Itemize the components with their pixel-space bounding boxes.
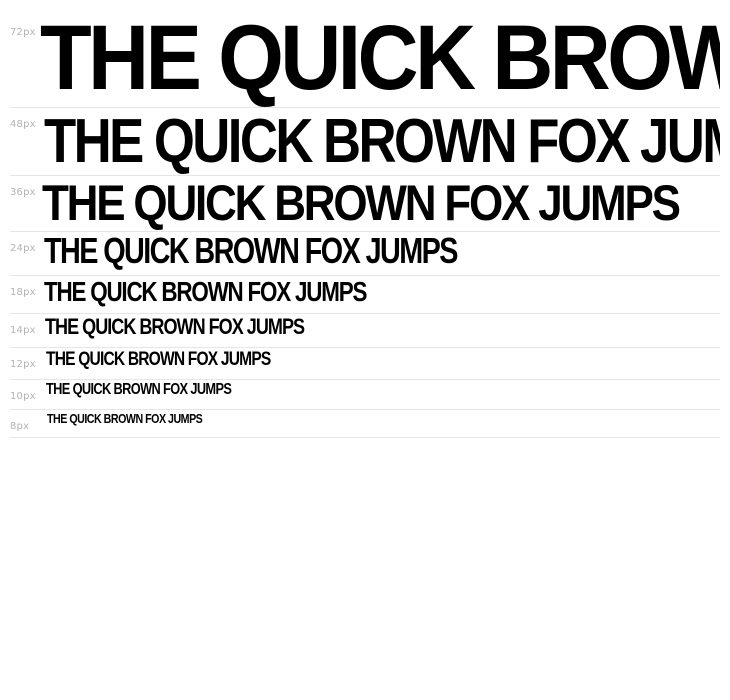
size-label: 18px [10,287,36,298]
sample-text: THE QUICK BROWN FOX JUMPS [44,276,367,307]
size-label: 8px [10,421,30,432]
waterfall-row-14: 14px THE QUICK BROWN FOX JUMPS [10,314,720,348]
waterfall-row-10: 10px THE QUICK BROWN FOX JUMPS [10,380,720,410]
size-label: 48px [10,119,36,130]
waterfall-row-72: 72px THE QUICK BROWN FOX JUMPS [10,0,720,108]
sample-text: THE QUICK BROWN FOX JUMPS [44,232,458,271]
sample-text: THE QUICK BROWN FOX JUMPS [47,411,203,426]
size-label: 14px [10,325,36,336]
sample-text: THE QUICK BROWN FOX JUMPS [46,381,232,398]
sample-text: THE QUICK BROWN FOX JUMPS [44,108,720,176]
size-label: 24px [10,243,36,254]
sample-text: THE QUICK BROWN FOX JUMPS [45,314,305,339]
waterfall-row-36: 36px THE QUICK BROWN FOX JUMPS [10,176,720,232]
waterfall-row-8: 8px THE QUICK BROWN FOX JUMPS [10,410,720,438]
size-label: 12px [10,359,36,370]
size-label: 36px [10,187,36,198]
sample-text: THE QUICK BROWN FOX JUMPS [46,349,271,370]
sample-text: THE QUICK BROWN FOX JUMPS [42,176,681,231]
sample-text: THE QUICK BROWN FOX JUMPS [40,7,720,108]
size-label: 72px [10,27,36,38]
waterfall-row-24: 24px THE QUICK BROWN FOX JUMPS [10,232,720,276]
waterfall-row-48: 48px THE QUICK BROWN FOX JUMPS [10,108,720,176]
waterfall-row-12: 12px THE QUICK BROWN FOX JUMPS [10,348,720,380]
size-label: 10px [10,391,36,402]
waterfall-row-18: 18px THE QUICK BROWN FOX JUMPS [10,276,720,314]
